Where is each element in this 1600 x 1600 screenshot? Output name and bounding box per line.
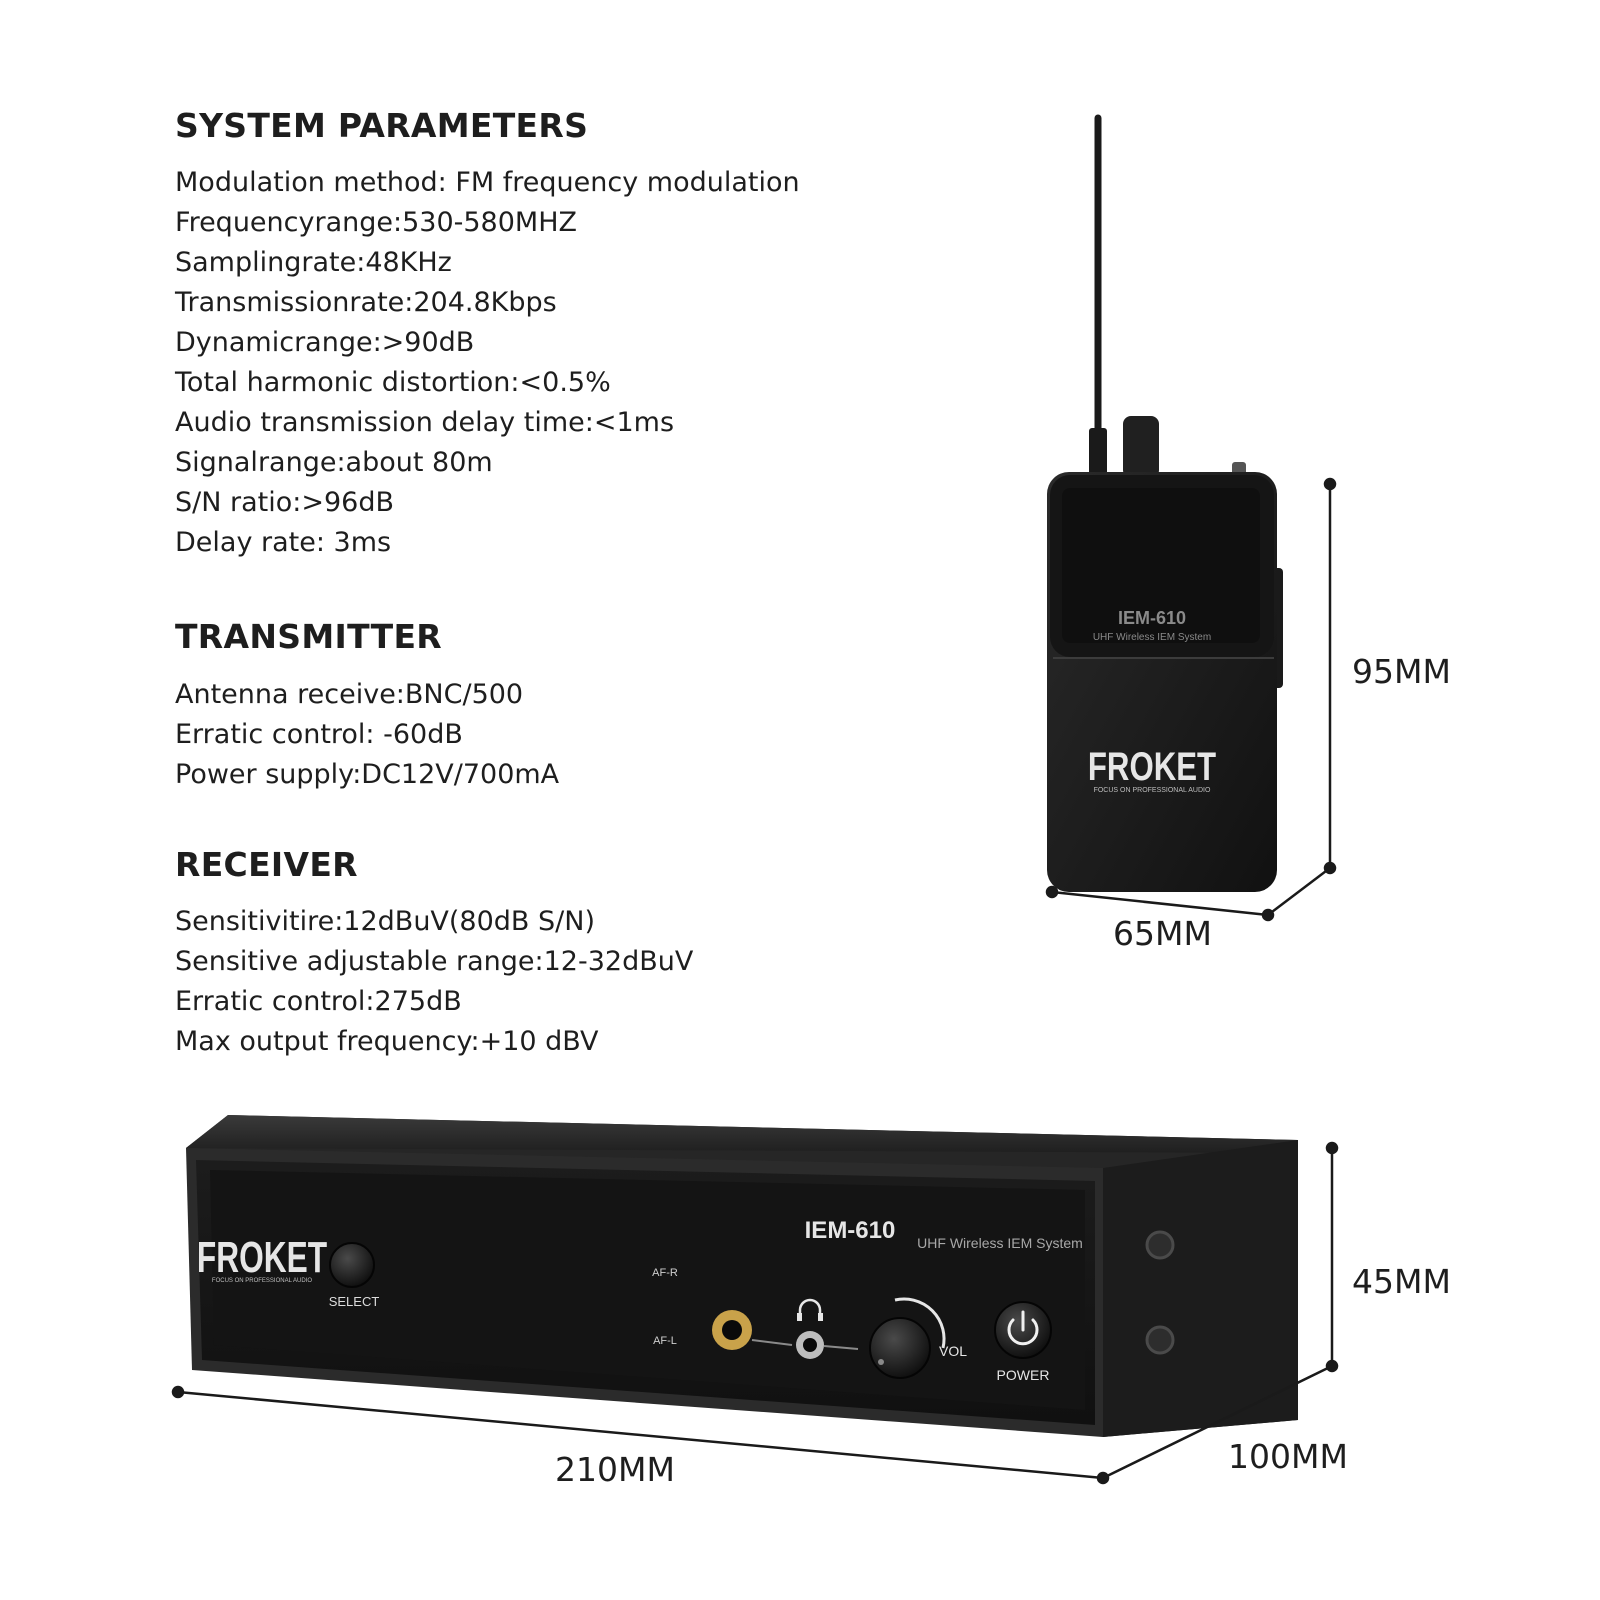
- headphone-icon: [797, 1298, 823, 1321]
- spec-item: Power supply:DC12V/700mA: [175, 759, 560, 790]
- transmitter-list: Antenna receive:BNC/500 Erratic control:…: [175, 675, 559, 795]
- power-label: POWER: [997, 1367, 1050, 1383]
- spec-item: Samplingrate:48KHz: [175, 247, 452, 278]
- side-screw: [1145, 1325, 1175, 1355]
- bodypack-subtitle: UHF Wireless IEM System: [1093, 632, 1211, 643]
- unit-depth-label: 100MM: [1228, 1437, 1348, 1476]
- select-button: [329, 1242, 375, 1288]
- rack-receiver-unit: FROKET FOCUS ON PROFESSIONAL AUDIO SELEC…: [186, 1115, 1298, 1437]
- system-parameters-list: Modulation method: FM frequency modulati…: [175, 163, 800, 563]
- receiver-title: RECEIVER: [175, 845, 358, 884]
- spec-item: Sensitivitire:12dBuV(80dB S/N): [175, 906, 596, 937]
- af-r-label: AF-R: [652, 1267, 678, 1279]
- spec-item: S/N ratio:>96dB: [175, 487, 395, 518]
- spec-item: Max output frequency:+10 dBV: [175, 1026, 599, 1057]
- rack-model: IEM-610: [805, 1217, 896, 1244]
- rack-brand-logo: FROKET: [197, 1233, 327, 1282]
- spec-item: Signalrange:about 80m: [175, 447, 493, 478]
- system-parameters-title: SYSTEM PARAMETERS: [175, 106, 589, 145]
- spec-item: Erratic control: -60dB: [175, 719, 463, 750]
- pack-height-label: 95MM: [1352, 652, 1451, 691]
- volume-arc: [894, 1297, 946, 1349]
- unit-width-label: 210MM: [555, 1450, 675, 1489]
- side-screw: [1145, 1230, 1175, 1260]
- rack-subtitle: UHF Wireless IEM System: [917, 1235, 1083, 1251]
- spec-item: Dynamicrange:>90dB: [175, 327, 475, 358]
- vol-label: VOL: [939, 1343, 967, 1359]
- volume-knob: [1123, 416, 1159, 478]
- transmitter-title: TRANSMITTER: [175, 617, 442, 656]
- spec-item: Sensitive adjustable range:12-32dBuV: [175, 946, 694, 977]
- bodypack-tagline: FOCUS ON PROFESSIONAL AUDIO: [1094, 787, 1211, 794]
- spec-item: Total harmonic distortion:<0.5%: [175, 367, 611, 398]
- spec-item: Delay rate: 3ms: [175, 527, 392, 558]
- bodypack-brand-logo: FROKET: [1088, 744, 1216, 789]
- bodypack-dimension-lines: [1045, 477, 1337, 922]
- spec-item: Erratic control:275dB: [175, 986, 462, 1017]
- receiver-list: Sensitivitire:12dBuV(80dB S/N) Sensitive…: [175, 902, 693, 1062]
- power-icon: [1007, 1310, 1039, 1346]
- spec-item: Modulation method: FM frequency modulati…: [175, 167, 800, 198]
- select-label: SELECT: [329, 1294, 380, 1309]
- spec-item: Antenna receive:BNC/500: [175, 679, 524, 710]
- spec-item: Audio transmission delay time:<1ms: [175, 407, 675, 438]
- rack-tagline: FOCUS ON PROFESSIONAL AUDIO: [212, 1278, 312, 1284]
- pack-width-label: 65MM: [1113, 914, 1212, 953]
- af-l-label: AF-L: [653, 1335, 677, 1347]
- spec-item: Transmissionrate:204.8Kbps: [175, 287, 557, 318]
- bodypack-transmitter: IEM-610 UHF Wireless IEM System FROKET F…: [1047, 114, 1283, 892]
- spec-item: Frequencyrange:530-580MHZ: [175, 207, 577, 238]
- volume-knob: [869, 1317, 931, 1379]
- unit-height-label: 45MM: [1352, 1262, 1451, 1301]
- rack-dimension-lines: [171, 1141, 1339, 1485]
- bodypack-model: IEM-610: [1118, 608, 1186, 628]
